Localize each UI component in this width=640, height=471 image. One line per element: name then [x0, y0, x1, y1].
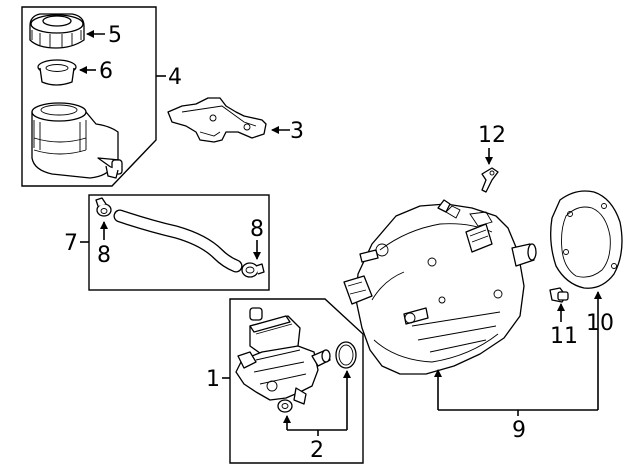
callout-11: 11	[550, 324, 578, 349]
vacuum-hose	[113, 209, 243, 273]
callout-9: 9	[512, 418, 526, 443]
reservoir-seal	[37, 59, 77, 86]
callout-12: 12	[478, 123, 506, 148]
callout-7: 7	[64, 231, 78, 256]
hose-group-box	[88, 194, 270, 291]
callout-6: 6	[99, 59, 113, 84]
callout-2: 2	[310, 438, 324, 463]
clevis-pin	[481, 167, 499, 193]
callout-8-right: 8	[250, 217, 264, 242]
reservoir-cap	[29, 13, 85, 49]
callout-5: 5	[108, 23, 122, 48]
reservoir-group-box	[21, 6, 157, 187]
callout-8-left: 8	[97, 243, 111, 268]
callout-3: 3	[290, 119, 304, 144]
master-cylinder-group-box	[229, 298, 364, 464]
reservoir-tank	[31, 102, 123, 179]
master-cylinder-bushing	[277, 399, 293, 413]
callout-1: 1	[206, 367, 220, 392]
booster-bolt	[549, 287, 569, 303]
reservoir-bracket	[167, 97, 267, 143]
master-cylinder	[235, 307, 331, 405]
booster-gasket	[550, 190, 623, 289]
hose-clamp-left	[95, 197, 112, 217]
callout-4: 4	[168, 65, 182, 90]
hose-clamp-right	[241, 262, 265, 278]
callout-10: 10	[586, 311, 614, 336]
brake-booster	[343, 199, 537, 375]
